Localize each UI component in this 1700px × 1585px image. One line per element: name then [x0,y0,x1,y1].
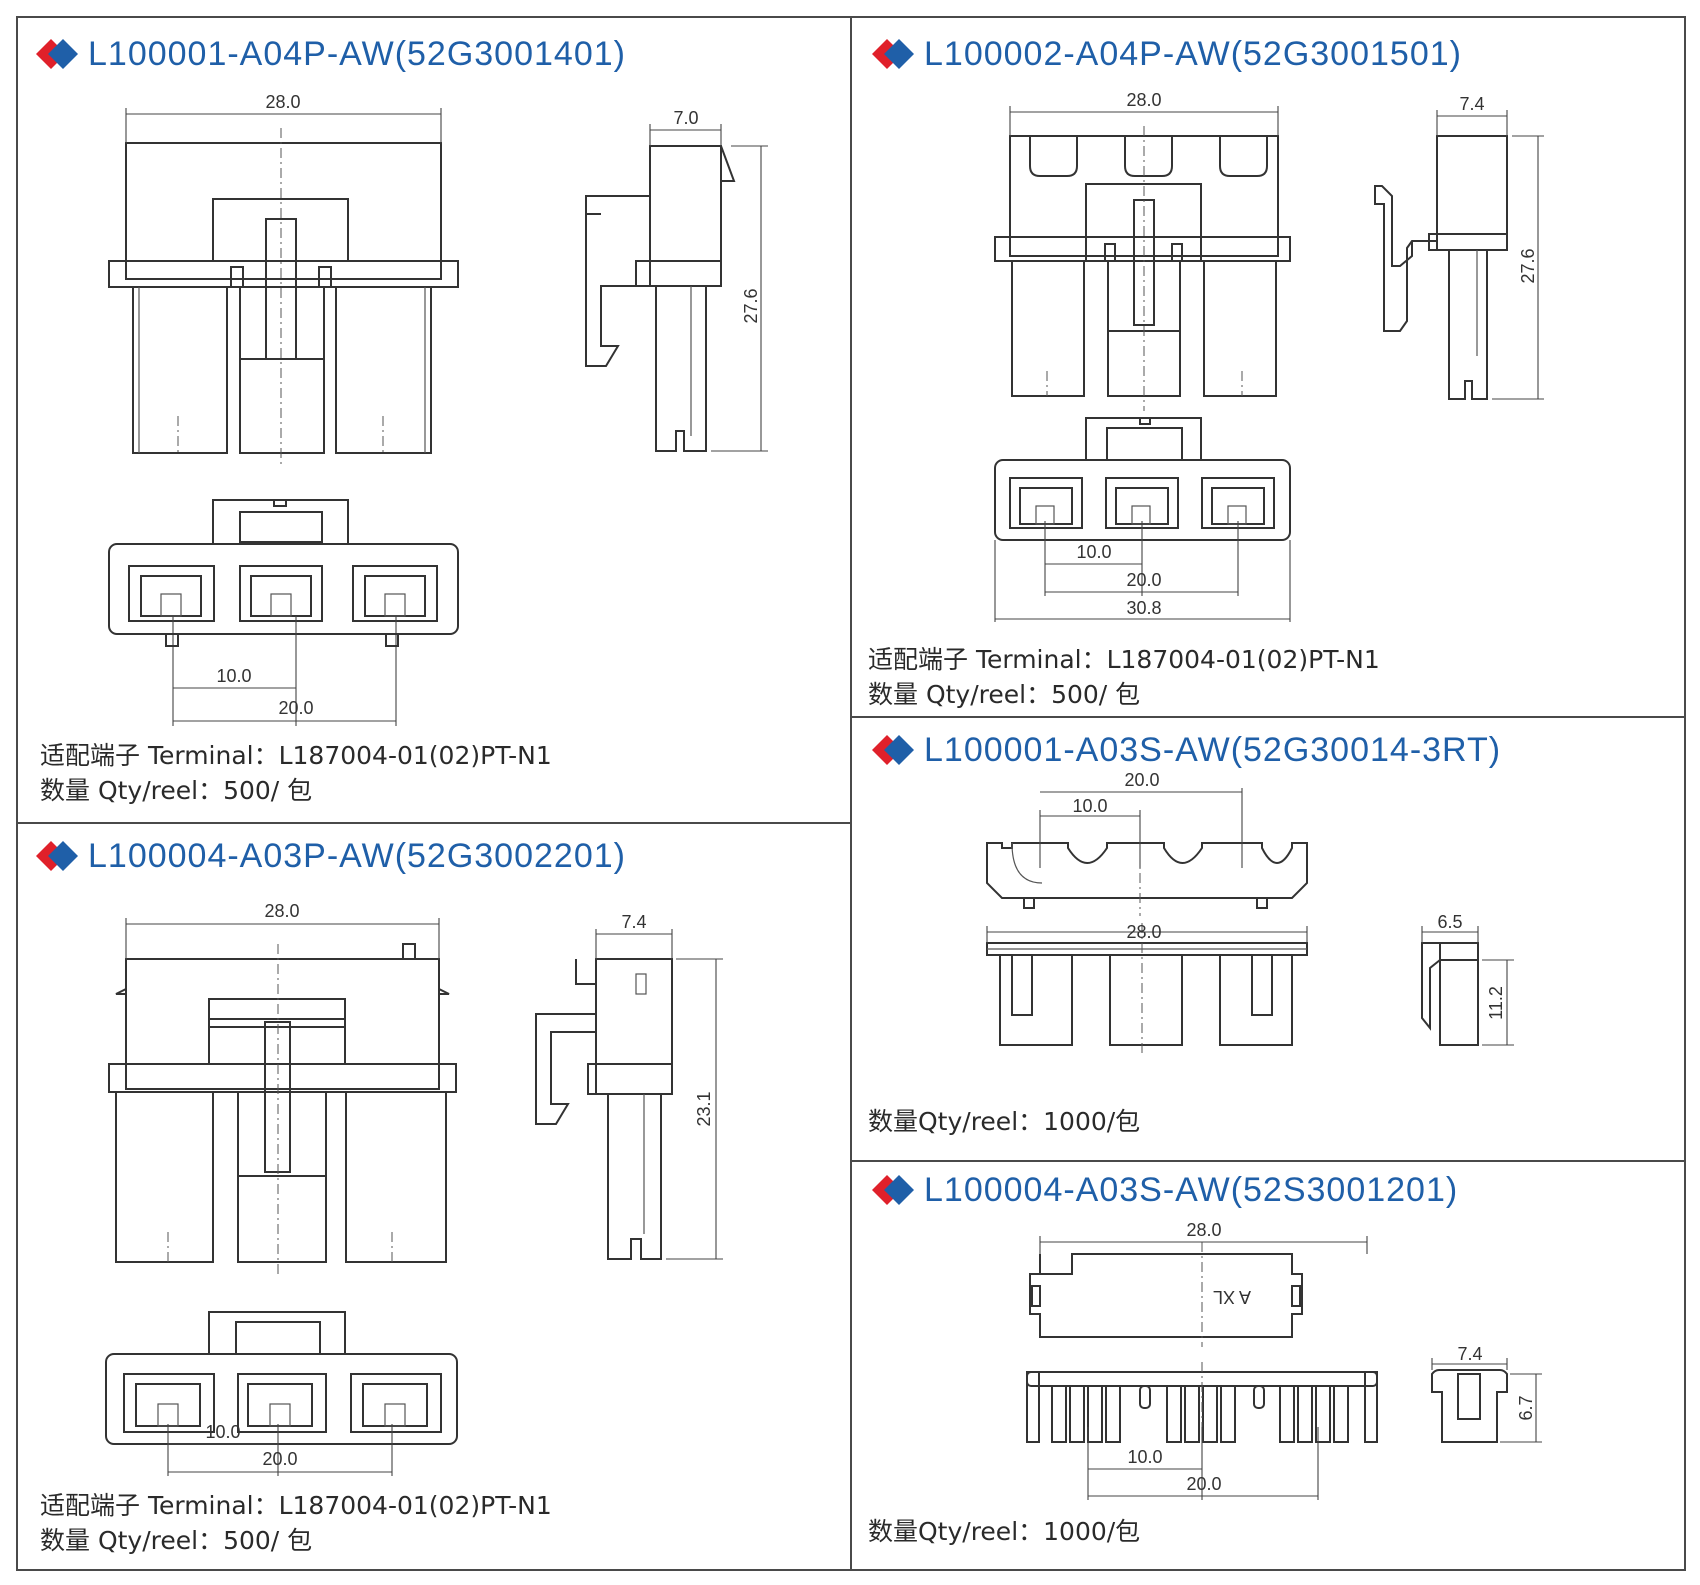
panel-4-drawing: 20.0 10.0 28.0 6.5 11.2 [986,770,1514,1053]
brand-diamonds-icon [872,39,914,69]
panel-4-part-number: L100001-A03S-AW(52G30014-3RT) [924,730,1502,769]
brand-diamonds-icon [36,841,78,871]
panel-1-info: 适配端子 Terminal：L187004-01(02)PT-N1 数量 Qty… [40,738,552,808]
p3-front-view: 28.0 [108,901,457,1274]
p5-dim-height: 6.7 [1516,1395,1536,1420]
panel-3-part-number: L100004-A03P-AW(52G3002201) [88,836,626,875]
panel-3-qty: 数量 Qty/reel：500/ 包 [40,1526,313,1555]
p2-dim-depth: 7.4 [1459,94,1484,114]
divider-right-horizontal-2 [850,1160,1686,1162]
panel-1-terminal: 适配端子 Terminal：L187004-01(02)PT-N1 [40,741,552,770]
p3-dim-depth: 7.4 [621,912,646,932]
p4-top-view: 20.0 10.0 [986,770,1308,916]
panel-5-info: 数量Qty/reel：1000/包 [868,1514,1140,1549]
p2-dim-overall: 30.8 [1126,598,1161,618]
p2-bottom-view: 10.0 20.0 30.8 [994,417,1291,622]
p4-side-view: 6.5 11.2 [1421,912,1514,1046]
p4-dim-width: 28.0 [1126,922,1161,942]
p2-dim-width: 28.0 [1126,90,1161,110]
divider-vertical [850,16,852,1571]
p2-front-view: 28.0 [994,90,1291,411]
panel-2: L100002-A04P-AW(52G3001501) 28.0 [852,16,1686,716]
p4-dim-pitch2: 20.0 [1124,770,1159,790]
p3-dim-pitch1: 10.0 [205,1422,240,1442]
p2-side-view: 7.4 27.6 [1374,94,1544,400]
p3-dim-width: 28.0 [264,901,299,921]
panel-3-terminal: 适配端子 Terminal：L187004-01(02)PT-N1 [40,1491,552,1520]
panel-3: L100004-A03P-AW(52G3002201) 28.0 [16,824,850,1570]
panel-4: L100001-A03S-AW(52G30014-3RT) 20.0 10.0 [852,718,1686,1160]
panel-2-drawing: 28.0 7.4 27.6 10.0 [994,90,1544,622]
p3-dim-height: 23.1 [694,1091,714,1126]
panel-1-part-number: L100001-A04P-AW(52G3001401) [88,34,626,73]
panel-5-drawing: A XL 28.0 10.0 20.0 [1026,1220,1542,1500]
panel-5-part-number: L100004-A03S-AW(52S3001201) [924,1170,1459,1209]
panel-5-title-row: L100004-A03S-AW(52S3001201) [872,1170,1458,1210]
panel-5: L100004-A03S-AW(52S3001201) A XL 28.0 [852,1162,1686,1570]
panel-3-info: 适配端子 Terminal：L187004-01(02)PT-N1 数量 Qty… [40,1488,552,1558]
p5-marking: A XL [1213,1287,1251,1307]
p4-dim-height: 11.2 [1486,986,1506,1020]
panel-1-title-row: L100001-A04P-AW(52G3001401) [36,34,626,74]
p3-bottom-view: 10.0 20.0 [105,1311,458,1476]
p3-dim-pitch2: 20.0 [262,1449,297,1469]
p4-dim-pitch1: 10.0 [1072,796,1107,816]
p3-side-view: 7.4 23.1 [535,912,723,1260]
divider-left-horizontal [16,822,852,824]
p4-dim-depth: 6.5 [1437,912,1462,932]
panel-1-qty: 数量 Qty/reel：500/ 包 [40,776,313,805]
p5-dim-pitch1: 10.0 [1127,1447,1162,1467]
p5-top-view: A XL 28.0 [1029,1220,1368,1347]
panel-5-qty: 数量Qty/reel：1000/包 [868,1517,1141,1546]
p5-side-view: 7.4 6.7 [1431,1344,1542,1443]
p2-dim-height: 27.6 [1518,248,1538,283]
panel-1: L100001-A04P-AW(52G3001401) 28.0 [16,16,850,822]
p5-dim-depth: 7.4 [1457,1344,1482,1364]
panel-1-drawing: 28.0 7.0 27.6 [108,92,768,726]
p5-front-view: 10.0 20.0 [1026,1362,1378,1500]
p4-front-view: 28.0 [986,922,1308,1053]
panel-4-qty: 数量Qty/reel：1000/包 [868,1107,1141,1136]
p2-dim-pitch2: 20.0 [1126,570,1161,590]
brand-diamonds-icon [872,1175,914,1205]
p5-dim-width: 28.0 [1186,1220,1221,1240]
p2-dim-pitch1: 10.0 [1076,542,1111,562]
p1-bottom-view: 10.0 20.0 [108,499,459,726]
p1-dim-width: 28.0 [265,92,300,112]
p1-dim-height: 27.6 [741,288,761,323]
brand-diamonds-icon [872,735,914,765]
panel-2-title-row: L100002-A04P-AW(52G3001501) [872,34,1462,74]
brand-diamonds-icon [36,39,78,69]
p1-front-view: 28.0 [108,92,459,466]
p5-dim-pitch2: 20.0 [1186,1474,1221,1494]
p1-dim-depth: 7.0 [673,108,698,128]
panel-3-drawing: 28.0 7.4 23.1 10.0 [105,901,723,1476]
divider-right-horizontal-1 [850,716,1686,718]
p1-dim-pitch2: 20.0 [278,698,313,718]
panel-2-part-number: L100002-A04P-AW(52G3001501) [924,34,1462,73]
p1-side-view: 7.0 27.6 [585,108,768,452]
panel-2-info: 适配端子 Terminal：L187004-01(02)PT-N1 数量 Qty… [868,642,1380,712]
panel-2-terminal: 适配端子 Terminal：L187004-01(02)PT-N1 [868,645,1380,674]
p1-dim-pitch1: 10.0 [216,666,251,686]
panel-3-title-row: L100004-A03P-AW(52G3002201) [36,836,626,876]
panel-4-title-row: L100001-A03S-AW(52G30014-3RT) [872,730,1501,770]
panel-4-info: 数量Qty/reel：1000/包 [868,1104,1140,1139]
panel-2-qty: 数量 Qty/reel：500/ 包 [868,680,1141,709]
